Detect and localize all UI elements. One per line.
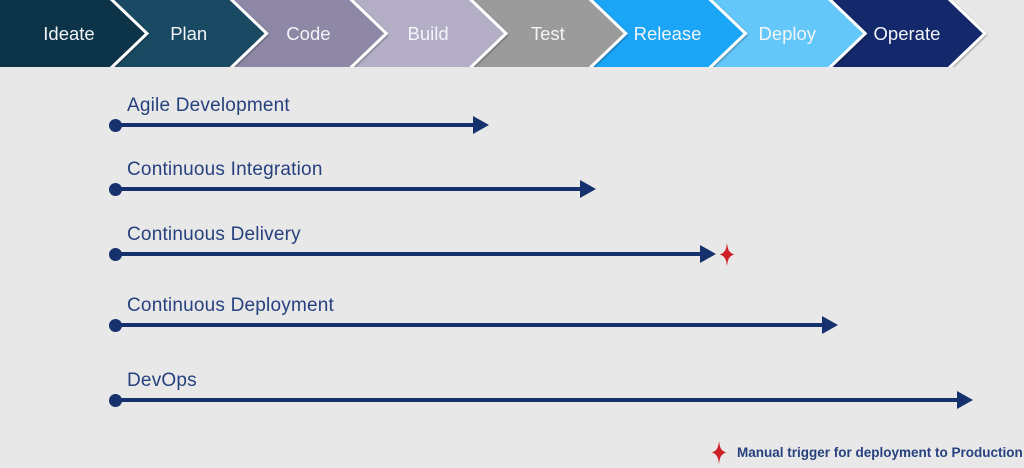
stage-label: Code — [286, 23, 330, 44]
timeline-arrowhead — [700, 245, 716, 263]
stage-label: Deploy — [758, 23, 816, 44]
timeline-row-label: Agile Development — [127, 95, 290, 116]
stage-chevron — [0, 0, 150, 67]
timeline-arrow-line — [115, 398, 961, 402]
pipeline-stage-chevrons: Operate Deploy Release Test Build Code Plan Ide… — [0, 0, 988, 67]
timeline-row-label: Continuous Deployment — [127, 295, 334, 316]
stage-label: Operate — [874, 23, 941, 44]
timeline-arrow-start-dot — [109, 182, 122, 196]
legend-label: Manual trigger for deployment to Product… — [737, 444, 1023, 460]
manual-trigger-star-icon — [711, 440, 727, 464]
stage-label: Plan — [170, 23, 207, 44]
timeline-arrowhead — [473, 116, 489, 134]
timeline-row-label: Continuous Delivery — [127, 224, 301, 245]
stage-label: Release — [634, 23, 702, 44]
timeline-arrowhead — [822, 316, 838, 334]
timeline-arrow-line — [115, 252, 704, 256]
timeline-row-label: DevOps — [127, 370, 197, 391]
timeline-arrow-start-dot — [109, 118, 122, 132]
timeline-arrowhead — [580, 180, 596, 198]
timeline-arrow-start-dot — [109, 318, 122, 332]
legend: Manual trigger for deployment to Product… — [710, 438, 1023, 466]
stage-label: Test — [531, 23, 565, 44]
timeline-arrowhead — [957, 391, 973, 409]
manual-trigger-star-icon — [719, 242, 735, 266]
timeline-arrow-start-dot — [109, 247, 122, 261]
timeline-arrow-line — [115, 323, 826, 327]
stage-label: Build — [408, 23, 449, 44]
timeline-arrow-line — [115, 187, 584, 191]
stage-label: Ideate — [43, 23, 94, 44]
timeline-row-label: Continuous Integration — [127, 159, 323, 180]
timeline-arrow-start-dot — [109, 393, 122, 407]
timeline-arrow-line — [115, 123, 477, 127]
